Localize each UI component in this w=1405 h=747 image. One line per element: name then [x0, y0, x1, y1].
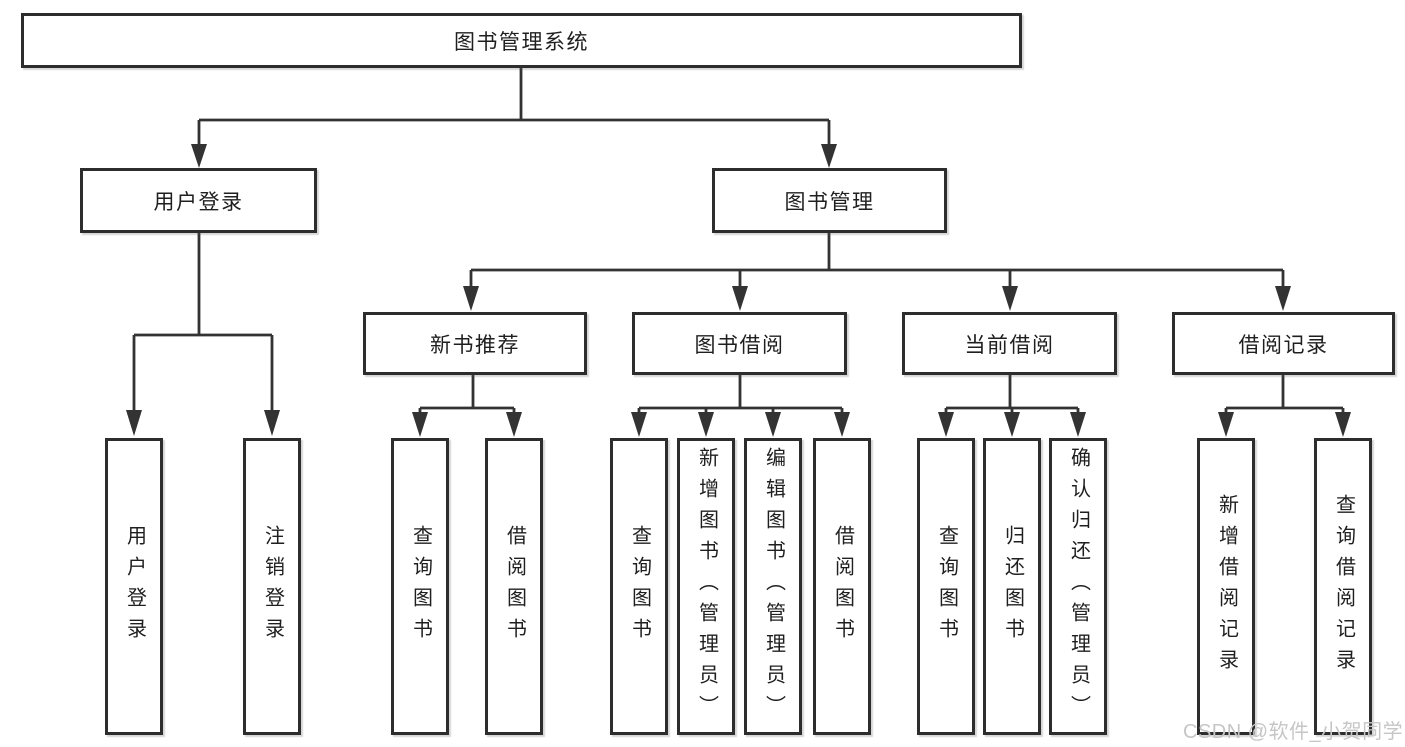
arrowhead-down-icon: [1070, 412, 1086, 437]
node-label: 图书借阅: [694, 333, 785, 357]
arrowhead-down-icon: [698, 412, 714, 437]
leaf-query-borrow-record: 查询借阅记录: [1314, 438, 1372, 735]
connector-new-book-split: [418, 375, 516, 416]
node-label: 图书管理系统: [454, 30, 589, 54]
leaf-label: 新增借阅记录: [1215, 493, 1238, 680]
leaf-label: 新增图书（管理员）: [695, 447, 718, 726]
connector-book-borrow-split: [637, 375, 844, 416]
leaf-edit-books-admin: 编辑图书（管理员）: [744, 438, 802, 735]
arrowheads: [126, 144, 1351, 437]
leaf-label: 注销登录: [261, 524, 284, 649]
arrowhead-down-icon: [412, 412, 428, 437]
leaf-label: 借阅图书: [831, 524, 854, 649]
leaf-query-books-current: 查询图书: [917, 438, 975, 735]
node-label: 新书推荐: [430, 333, 520, 357]
node-current-borrowing: 当前借阅: [902, 312, 1117, 375]
connector-book-management-split: [469, 233, 1285, 290]
leaf-label: 查询图书: [628, 524, 651, 649]
arrowhead-down-icon: [821, 144, 837, 168]
leaf-label: 查询图书: [409, 524, 432, 649]
watermark: CSDN @软件_小贺同学: [1183, 721, 1404, 743]
node-root-system: 图书管理系统: [21, 13, 1022, 68]
leaf-borrow-books-borrowing: 借阅图书: [813, 438, 871, 735]
node-book-management: 图书管理: [712, 168, 947, 233]
leaf-add-borrow-record: 新增借阅记录: [1197, 438, 1255, 735]
connector-paths: [132, 68, 1345, 416]
arrowhead-down-icon: [834, 412, 850, 437]
leaf-label: 编辑图书（管理员）: [762, 447, 785, 726]
leaf-label: 查询借阅记录: [1332, 493, 1355, 680]
node-new-book-recommendation: 新书推荐: [363, 312, 587, 375]
node-label: 用户登录: [153, 190, 244, 214]
leaf-label: 确认归还（管理员）: [1067, 447, 1090, 726]
leaf-label: 归还图书: [1001, 524, 1024, 649]
arrowhead-down-icon: [1218, 412, 1234, 437]
node-user-login-branch: 用户登录: [80, 168, 317, 233]
arrowhead-down-icon: [264, 410, 280, 436]
leaf-label: 借阅图书: [503, 524, 526, 649]
leaf-confirm-return-admin: 确认归还（管理员）: [1049, 438, 1107, 735]
leaf-borrow-books-recommend: 借阅图书: [485, 438, 543, 735]
node-label: 借阅记录: [1238, 333, 1329, 357]
node-borrowing-records: 借阅记录: [1172, 312, 1395, 375]
node-book-borrowing: 图书借阅: [632, 312, 847, 375]
arrowhead-down-icon: [463, 286, 479, 311]
arrowhead-down-icon: [506, 412, 522, 437]
leaf-user-login: 用户登录: [105, 438, 163, 735]
leaf-query-books-borrowing: 查询图书: [610, 438, 668, 735]
leaf-label: 用户登录: [123, 524, 146, 649]
arrowhead-down-icon: [1335, 412, 1351, 437]
leaf-label: 查询图书: [935, 524, 958, 649]
connector-root-split: [197, 68, 831, 148]
arrowhead-down-icon: [765, 412, 781, 437]
leaf-logout: 注销登录: [243, 438, 301, 735]
arrowhead-down-icon: [631, 412, 647, 437]
arrowhead-down-icon: [191, 144, 207, 168]
node-label: 当前借阅: [964, 333, 1055, 357]
leaf-return-books: 归还图书: [983, 438, 1041, 735]
arrowhead-down-icon: [1002, 286, 1018, 311]
connector-borrow-records-split: [1224, 375, 1345, 416]
arrowhead-down-icon: [938, 412, 954, 437]
leaf-add-books-admin: 新增图书（管理员）: [677, 438, 735, 735]
connector-user-login-split: [132, 233, 274, 412]
connector-current-borrow-split: [944, 375, 1080, 416]
node-label: 图书管理: [784, 190, 875, 214]
arrowhead-down-icon: [1004, 412, 1020, 437]
arrowhead-down-icon: [732, 286, 748, 311]
leaf-query-books-recommend: 查询图书: [391, 438, 449, 735]
arrowhead-down-icon: [1275, 286, 1291, 311]
arrowhead-down-icon: [126, 410, 142, 436]
